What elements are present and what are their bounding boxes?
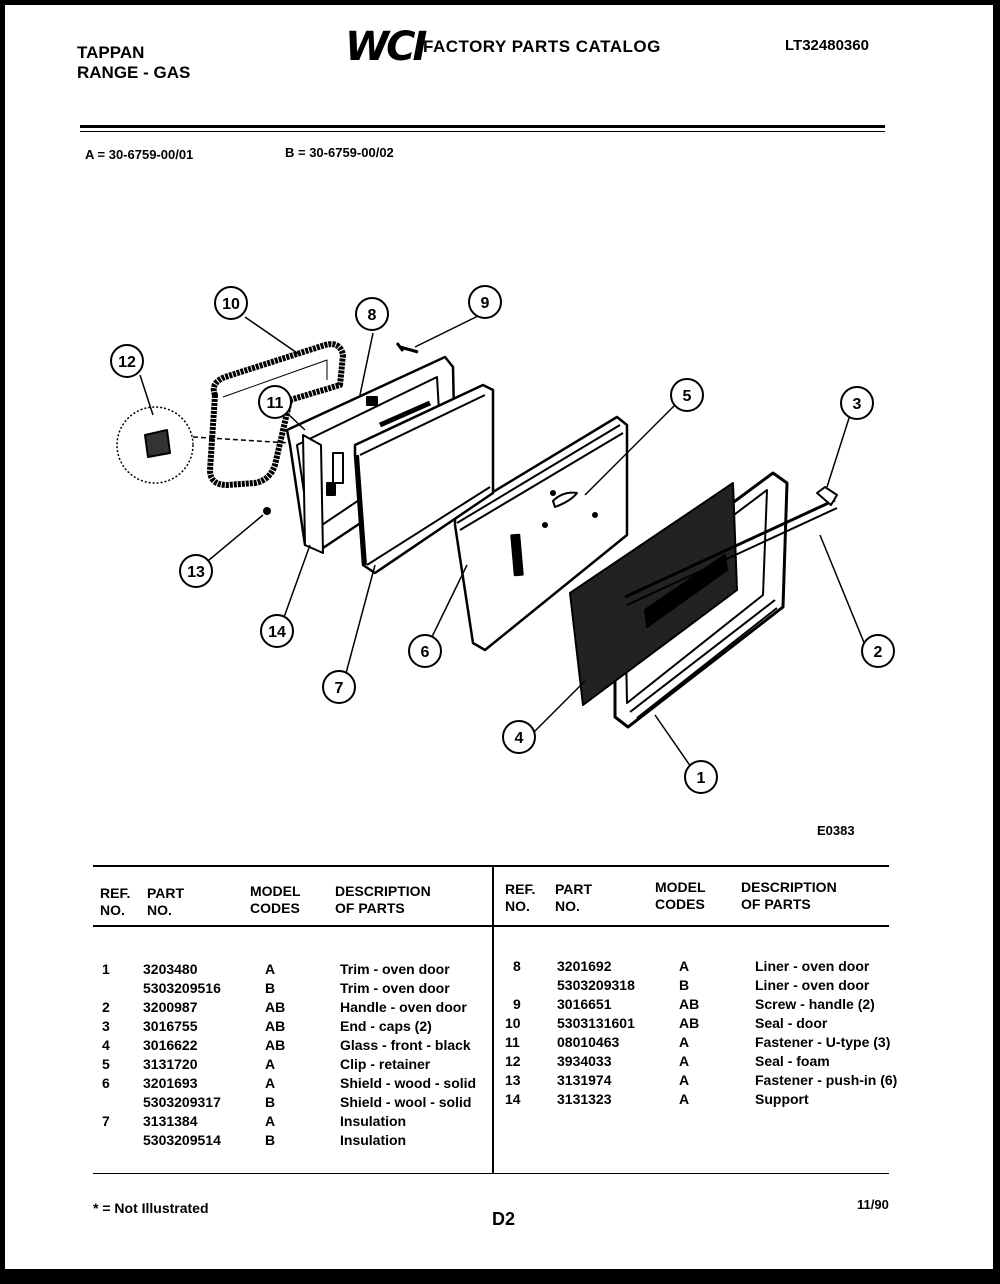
callout-12: 12 [110,344,144,378]
callout-11: 11 [258,385,292,419]
part-handle-rod [624,486,838,606]
table-top-rule [93,865,889,867]
header-ref: REF.NO. [100,885,131,918]
model-code-a: A = 30-6759-00/01 [85,147,194,162]
callout-label: 11 [267,395,284,412]
exploded-parts-diagram: 1 2 3 4 5 6 7 8 9 10 11 12 13 14 [110,285,895,794]
callout-13: 13 [179,554,213,588]
callout-label: 1 [697,770,706,787]
model-code-b: B = 30-6759-00/02 [285,145,394,160]
catalog-date: 11/90 [857,1197,889,1212]
callout-label: 10 [222,296,240,313]
model-number: LT32480360 [785,37,869,54]
table-header-rule [93,925,889,927]
callout-label: 7 [335,680,344,697]
callout-label: 4 [515,730,524,747]
callout-6: 6 [408,634,442,668]
page-number: D2 [492,1209,516,1229]
catalog-page: TAPPAN RANGE - GAS WCI FACTORY PARTS CAT… [5,5,993,1269]
part-glass [569,482,738,706]
callout-label: 5 [683,388,692,405]
callout-14: 14 [260,614,294,648]
part-screw [395,342,419,354]
part-handle-window [644,554,728,628]
part-support [302,434,324,554]
callout-8: 8 [355,297,389,331]
callout-label: 14 [268,624,286,641]
callout-3: 3 [840,386,874,420]
part-insulation [353,383,495,575]
callout-4: 4 [502,720,536,754]
catalog-title: FACTORY PARTS CATALOG [423,37,661,56]
callout-label: 6 [421,644,430,661]
product-label: RANGE - GAS [77,63,191,82]
table-bottom-rule [93,1173,889,1174]
callout-label: 3 [853,396,862,413]
callout-5: 5 [670,378,704,412]
not-illustrated-note: * = Not Illustrated [93,1200,209,1216]
callout-label: 2 [874,644,883,661]
part-fastener [263,507,271,515]
callout-label: 13 [187,564,205,581]
callout-label: 9 [481,295,490,312]
callout-1: 1 [684,760,718,794]
callout-9: 9 [468,285,502,319]
part-clip [552,491,578,508]
brand-label: TAPPAN [77,43,145,62]
callout-7: 7 [322,670,356,704]
table-divider [492,867,494,1173]
callout-2: 2 [861,634,895,668]
callout-10: 10 [214,286,248,320]
part-seal-foam [116,406,291,484]
header-ref-right: REF.NO. [505,881,536,914]
diagram-code: E0383 [817,823,855,838]
part-shield [453,415,629,652]
callout-label: 8 [368,307,377,324]
header-rule-thin [80,131,885,132]
callout-label: 12 [118,354,136,371]
wci-logo: WCI [345,24,427,70]
header-rule [80,125,885,128]
